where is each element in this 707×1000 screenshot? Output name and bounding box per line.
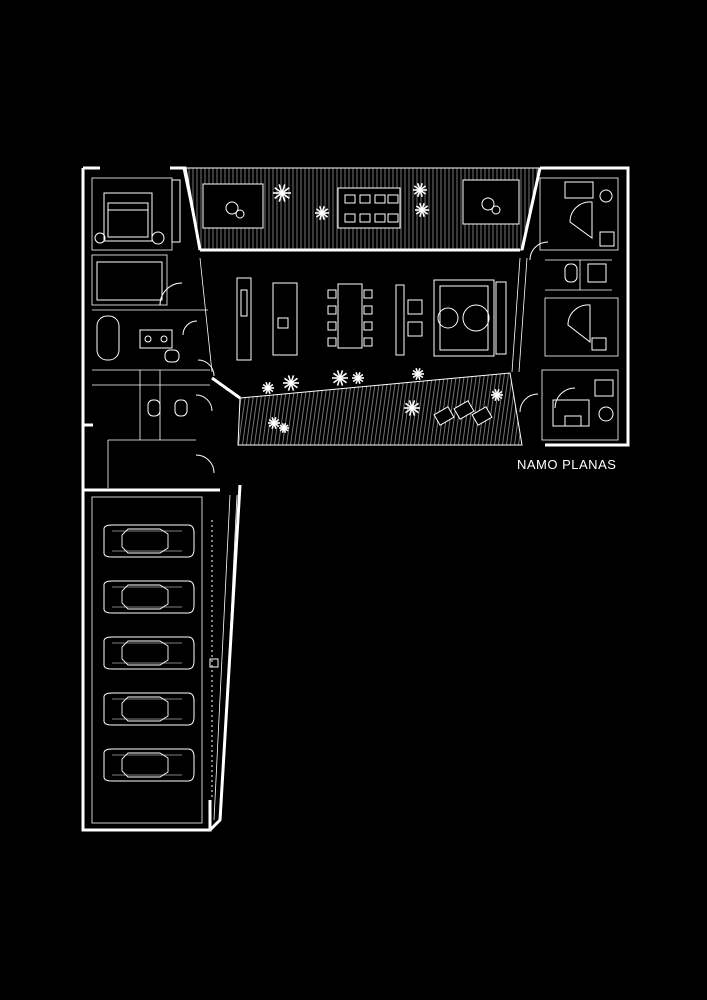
plant-icon [332, 370, 348, 386]
west-bedroom [94, 179, 181, 245]
car-icon [103, 580, 195, 614]
car-icon [103, 748, 195, 782]
plant-icon [268, 417, 280, 429]
plant-icon [491, 389, 503, 401]
plant-icon [352, 372, 364, 384]
terrace-furniture-south [433, 400, 493, 426]
plant-icon [262, 382, 274, 394]
plant-icon [415, 203, 429, 217]
plant-icon [315, 206, 329, 220]
kitchen [236, 277, 298, 361]
plant-icon [279, 422, 289, 434]
terrace-furniture-north [202, 179, 520, 229]
wall-outlines [91, 177, 619, 824]
west-bath [96, 261, 215, 474]
garage-details [209, 520, 219, 800]
plant-icon [413, 183, 427, 197]
plant-icon [404, 400, 420, 416]
car-icon [103, 692, 195, 726]
east-bedrooms [519, 181, 615, 427]
lounge [395, 279, 507, 357]
plants [262, 183, 503, 434]
car-icon [103, 636, 195, 670]
exterior-walls [81, 166, 630, 832]
dining-table [327, 283, 373, 349]
plant-icon [412, 368, 424, 380]
garage-cars [103, 524, 195, 782]
plant-icon [273, 184, 291, 202]
south-terrace [237, 372, 523, 446]
plan-title: NAMO PLANAS [517, 457, 617, 472]
car-icon [103, 524, 195, 558]
plant-icon [283, 375, 299, 391]
